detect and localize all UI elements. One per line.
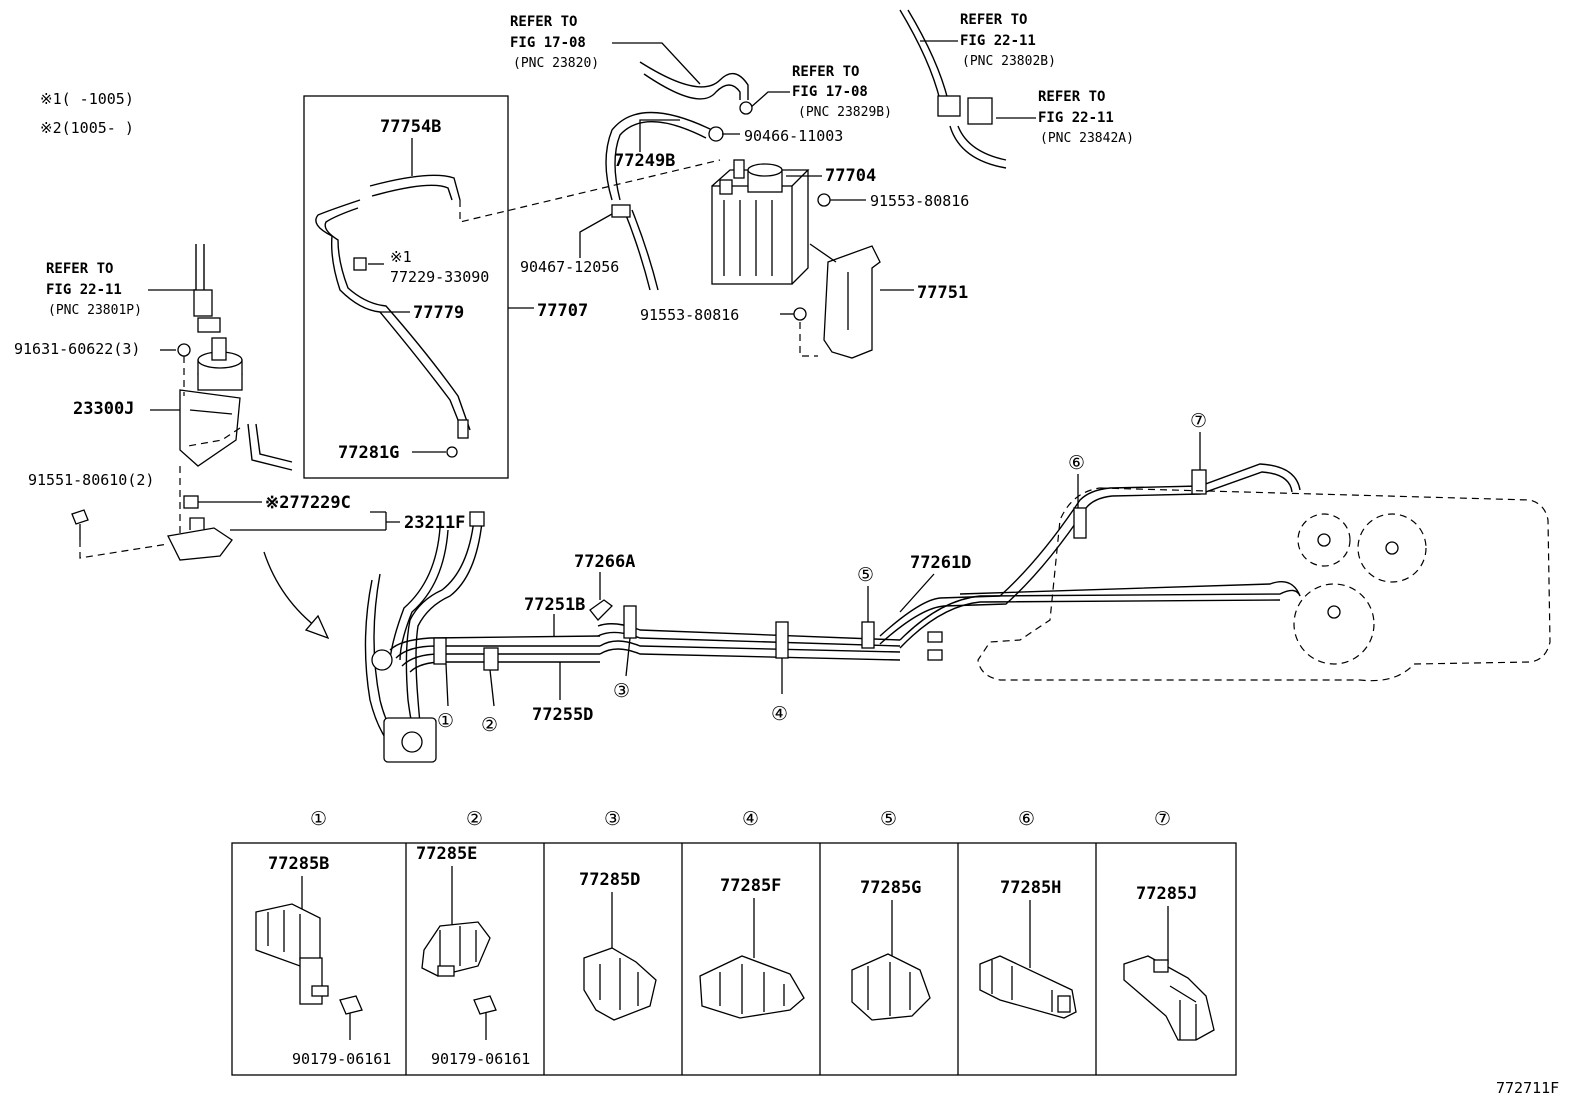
clamp-1-marker — [433, 637, 447, 665]
refer-fig-17-08-a: REFER TO FIG 17-08 (PNC 23820) — [510, 14, 701, 85]
table-nut-2: 90179-06161 — [431, 1050, 530, 1068]
label-77251B: 77251B — [524, 595, 585, 615]
clamp-77285J — [1123, 906, 1215, 1041]
clip-77229-33090 — [353, 257, 367, 271]
valve-23300J — [179, 244, 293, 471]
table-part-77285D: 77285D — [579, 870, 640, 890]
refer-fig-22-11-a: REFER TO FIG 22-11 (PNC 23802B) — [920, 12, 1056, 69]
clamp-77285F — [699, 898, 805, 1019]
note-2: ※2(1005- ) — [40, 119, 134, 137]
label-77779: 77779 — [413, 303, 464, 323]
clamp-77285E — [421, 866, 497, 1040]
label-91553-80816-b: 91553-80816 — [640, 306, 739, 324]
table-callout-4: ④ — [742, 808, 759, 830]
label-77249B: 77249B — [614, 151, 675, 171]
refer-fig-17-08-b: REFER TO FIG 17-08 (PNC 23829B) — [749, 64, 892, 120]
table-part-77285B: 77285B — [268, 854, 329, 874]
bolt-91551 — [71, 509, 89, 540]
clamp-7-marker — [1191, 469, 1207, 495]
table-callout-6: ⑥ — [1018, 808, 1035, 830]
svg-text:FIG 22-11: FIG 22-11 — [1038, 110, 1114, 126]
label-77261D: 77261D — [910, 553, 971, 573]
refer-fig-22-11-b: REFER TO FIG 22-11 (PNC 23842A) — [996, 89, 1134, 146]
svg-text:(PNC 23829B): (PNC 23829B) — [798, 105, 892, 120]
hose-77754B — [315, 174, 471, 439]
svg-text:FIG 17-08: FIG 17-08 — [510, 35, 586, 51]
clamp-6-marker — [1073, 507, 1087, 539]
charcoal-canister-77704 — [711, 159, 810, 285]
table-callout-1: ① — [310, 808, 327, 830]
svg-text:FIG 22-11: FIG 22-11 — [960, 33, 1036, 49]
label-77707: 77707 — [537, 301, 588, 321]
clamp-77285B — [255, 876, 363, 1040]
clamp-77285H — [979, 900, 1077, 1019]
label-77751: 77751 — [917, 283, 968, 303]
label-77704: 77704 — [825, 166, 876, 186]
label-77266A: 77266A — [574, 552, 635, 572]
svg-text:REFER TO: REFER TO — [510, 14, 577, 30]
table-callout-5: ⑤ — [880, 808, 897, 830]
callout-3: ③ — [613, 680, 630, 702]
callout-7: ⑦ — [1190, 410, 1207, 432]
clamp-3-marker — [623, 605, 637, 639]
label-91553-80816-a: 91553-80816 — [870, 192, 969, 210]
svg-text:FIG 17-08: FIG 17-08 — [792, 84, 868, 100]
label-77229-33090: 77229-33090 — [390, 268, 489, 286]
hose-top — [605, 61, 753, 291]
clamp-77285G — [851, 900, 931, 1021]
label-23211F: 23211F — [404, 513, 465, 533]
clamp-table — [231, 842, 1237, 1076]
table-part-77285F: 77285F — [720, 876, 781, 896]
svg-text:REFER TO: REFER TO — [46, 261, 113, 277]
bracket-77751 — [809, 243, 881, 359]
clamp-2-marker — [483, 647, 499, 671]
table-part-77285G: 77285G — [860, 878, 921, 898]
label-23300J: 23300J — [73, 399, 134, 419]
svg-text:(PNC 23820): (PNC 23820) — [513, 56, 599, 71]
table-part-77285J: 77285J — [1136, 884, 1197, 904]
svg-text:(PNC 23842A): (PNC 23842A) — [1040, 131, 1134, 146]
table-callout-7: ⑦ — [1154, 808, 1171, 830]
svg-text:REFER TO: REFER TO — [1038, 89, 1105, 105]
figure-id: 772711F — [1496, 1079, 1559, 1097]
clamp-5-marker — [861, 621, 875, 649]
table-part-77285E: 77285E — [416, 844, 477, 864]
callout-4: ④ — [771, 703, 788, 725]
clip-77229C — [183, 495, 199, 509]
table-part-77285H: 77285H — [1000, 878, 1061, 898]
svg-text:(PNC 23802B): (PNC 23802B) — [962, 54, 1056, 69]
svg-text:REFER TO: REFER TO — [960, 12, 1027, 28]
clamp-4-marker — [775, 621, 789, 659]
fuel-tube-assembly — [364, 463, 1301, 763]
callout-6: ⑥ — [1068, 452, 1085, 474]
bracket-23211F — [167, 517, 233, 561]
svg-text:FIG 22-11: FIG 22-11 — [46, 282, 122, 298]
callout-2: ② — [481, 714, 498, 736]
arrow-curve — [263, 551, 321, 631]
label-90467-12056: 90467-12056 — [520, 258, 619, 276]
arrow-head — [304, 614, 330, 640]
label-91551-80610: 91551-80610(2) — [28, 471, 154, 489]
hose-assy-box — [303, 95, 509, 479]
callout-5: ⑤ — [857, 564, 874, 586]
svg-text:(PNC 23801P): (PNC 23801P) — [48, 303, 142, 318]
label-77255D: 77255D — [532, 705, 593, 725]
mark-1: ※1 — [390, 248, 412, 266]
callout-1: ① — [437, 710, 454, 732]
table-callout-2: ② — [466, 808, 483, 830]
table-callout-3: ③ — [604, 808, 621, 830]
label-91631-60622: 91631-60622(3) — [14, 340, 140, 358]
label-77229C: ※277229C — [265, 493, 351, 513]
note-1: ※1( -1005) — [40, 90, 134, 108]
table-nut-1: 90179-06161 — [292, 1050, 391, 1068]
label-77754B: 77754B — [380, 117, 441, 137]
refer-fig-22-11-c: REFER TO FIG 22-11 (PNC 23801P) — [46, 261, 196, 318]
label-77281G: 77281G — [338, 443, 399, 463]
label-90466-11003: 90466-11003 — [744, 127, 843, 145]
hose-top-right — [899, 9, 1007, 169]
svg-text:REFER TO: REFER TO — [792, 64, 859, 80]
fuel-tank-outline — [977, 487, 1551, 682]
clamp-77285D — [583, 892, 657, 1021]
